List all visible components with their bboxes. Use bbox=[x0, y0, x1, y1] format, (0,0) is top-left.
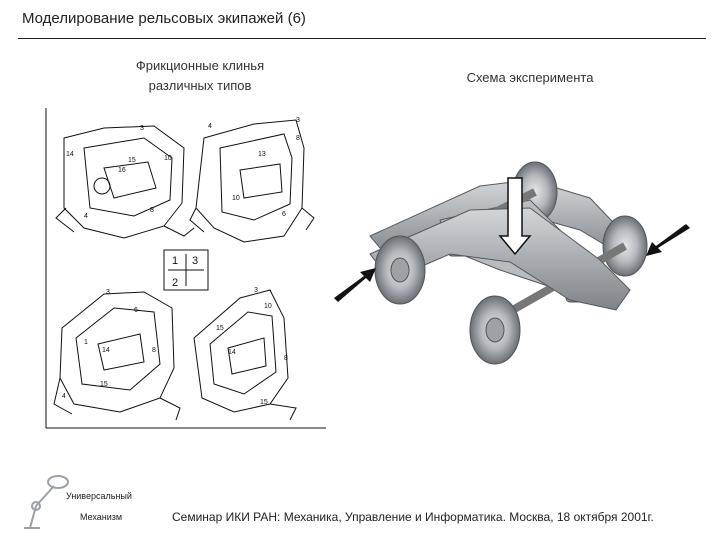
friction-wedges-drawing: 3 14 15 10 16 4 8 3 4 8 13 10 6 1 3 2 3 … bbox=[45, 108, 326, 429]
experiment-caption: Схема эксперимента bbox=[466, 70, 594, 85]
svg-text:3: 3 bbox=[254, 287, 258, 294]
svg-text:3: 3 bbox=[296, 117, 300, 124]
logo-text-line2: Механизм bbox=[80, 512, 123, 522]
svg-text:16: 16 bbox=[118, 167, 126, 174]
svg-text:4: 4 bbox=[84, 213, 88, 220]
svg-text:6: 6 bbox=[134, 307, 138, 314]
svg-text:3: 3 bbox=[140, 125, 144, 132]
svg-text:1: 1 bbox=[84, 339, 88, 346]
svg-text:14: 14 bbox=[228, 349, 236, 356]
svg-text:15: 15 bbox=[260, 399, 268, 406]
svg-text:3: 3 bbox=[192, 255, 198, 267]
wedges-caption: Фрикционные клинья различных типов bbox=[90, 56, 310, 96]
svg-text:8: 8 bbox=[296, 135, 300, 142]
svg-text:4: 4 bbox=[208, 123, 212, 130]
svg-text:4: 4 bbox=[62, 393, 66, 400]
svg-text:8: 8 bbox=[284, 355, 288, 362]
svg-text:2: 2 bbox=[172, 277, 178, 289]
svg-text:8: 8 bbox=[152, 347, 156, 354]
svg-text:10: 10 bbox=[164, 155, 172, 162]
title-divider bbox=[18, 38, 706, 39]
wedges-caption-line2: различных типов bbox=[148, 78, 252, 93]
svg-text:15: 15 bbox=[100, 381, 108, 388]
logo-text-line1: Универсальный bbox=[66, 491, 132, 501]
svg-text:10: 10 bbox=[264, 303, 272, 310]
svg-text:8: 8 bbox=[150, 207, 154, 214]
slide-title: Моделирование рельсовых экипажей (6) bbox=[22, 10, 306, 27]
svg-text:14: 14 bbox=[102, 347, 110, 354]
svg-text:3: 3 bbox=[106, 289, 110, 296]
wedges-caption-line1: Фрикционные клинья bbox=[135, 58, 265, 73]
svg-text:15: 15 bbox=[216, 325, 224, 332]
svg-text:10: 10 bbox=[232, 195, 240, 202]
svg-text:15: 15 bbox=[128, 157, 136, 164]
svg-text:14: 14 bbox=[66, 151, 74, 158]
universal-mechanism-logo bbox=[24, 475, 69, 529]
svg-text:13: 13 bbox=[258, 151, 266, 158]
svg-text:6: 6 bbox=[282, 211, 286, 218]
bogie-experiment-illustration bbox=[334, 161, 690, 365]
footer-text: Семинар ИКИ РАН: Механика, Управление и … bbox=[172, 510, 654, 524]
svg-text:1: 1 bbox=[172, 255, 178, 267]
